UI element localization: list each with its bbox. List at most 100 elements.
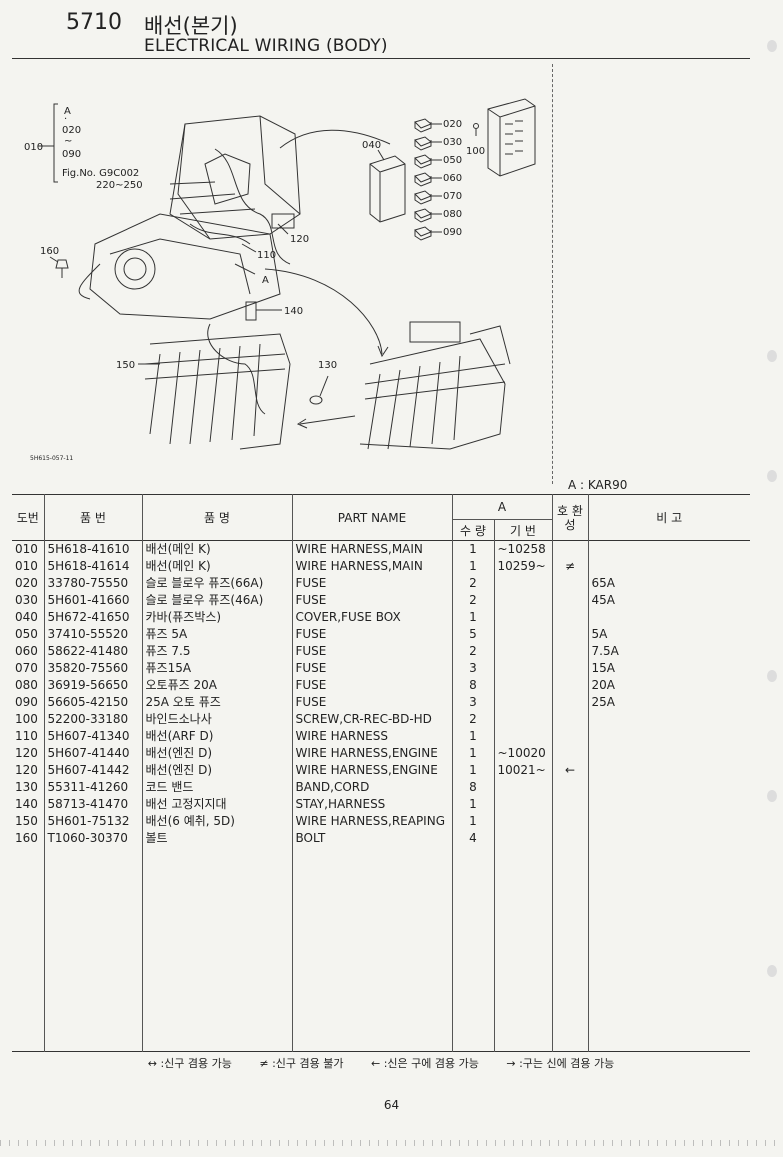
cell-part-no: 5H601-75132 [44,813,143,830]
callout-010: 010 [24,142,43,153]
callout-090: 090 [443,227,462,238]
cell-qty: 1 [452,796,495,813]
cell-remark [588,745,750,762]
cell-part-name: SCREW,CR-REC-BD-HD [292,711,453,728]
col-no: 도번 [12,494,45,541]
cell-part-no: 58713-41470 [44,796,143,813]
cell-interchange [552,540,589,558]
group-line-0: A [64,106,71,117]
callout-150: 150 [116,360,135,371]
cell-qty: 1 [452,745,495,762]
col-part-no: 품 번 [44,494,143,541]
cell-serial [494,779,553,796]
cell-name-korean: 배선(6 예취, 5D) [142,813,293,830]
cell-interchange [552,592,589,609]
cell-part-no: T1060-30370 [44,830,143,847]
figure-divider [552,64,553,484]
callout-a: A [262,275,269,286]
cell-part-no: 36919-56650 [44,677,143,694]
callout-100: 100 [466,146,485,157]
cell-no: 070 [12,660,45,677]
col-interchange: 호 환 성 [552,494,589,541]
cell-serial [494,592,553,609]
callout-140: 140 [284,306,303,317]
scan-edge [0,1140,783,1146]
cell-qty: 2 [452,711,495,728]
cell-name-korean: 퓨즈15A [142,660,293,677]
cell-no: 040 [12,609,45,626]
cell-interchange: ≠ [552,558,589,575]
cell-part-name: FUSE [292,694,453,711]
cell-remark [588,541,750,559]
fuse-column [414,118,442,241]
cell-no: 140 [12,796,45,813]
cell-remark: 20A [591,678,615,692]
cell-no: 050 [12,626,45,643]
cell-part-name: FUSE [292,660,453,677]
cell-serial [494,660,553,677]
legend-not-interchangeable: ≠ :신구 겸용 불가 [259,1057,344,1070]
cell-interchange [552,830,589,847]
cell-name-korean: 배선(ARF D) [142,728,293,745]
cell-no: 110 [12,728,45,745]
group-line-2: 020 [62,125,81,136]
binder-hole [767,470,777,482]
callout-070: 070 [443,191,462,202]
cell-qty: 1 [452,762,495,779]
cell-interchange [552,728,589,745]
cell-remark: 15A [591,661,615,675]
cell-remark: 7.5A [591,644,619,658]
callout-060: 060 [443,173,462,184]
cell-name-korean: 25A 오토 퓨즈 [142,694,293,711]
cell-name-korean: 배선 고정지지대 [142,796,293,813]
binder-hole [767,790,777,802]
table-filler-row [12,847,750,1052]
fuse-box-cover [369,155,406,223]
col-part-name: PART NAME [292,494,453,541]
cell-interchange [552,660,589,677]
cell-qty: 2 [452,575,495,592]
cell-interchange [552,694,589,711]
cell-no: 060 [12,643,45,660]
binder-hole [767,40,777,52]
cell-no: 130 [12,779,45,796]
cell-part-no: 58622-41480 [44,643,143,660]
cell-remark [588,830,750,847]
cell-name-korean: 슬로 블로우 퓨즈(66A) [142,575,293,592]
cell-part-no: 37410-55520 [44,626,143,643]
parts-table: 도번 품 번 품 명 PART NAME A 호 환 성 비 고 수 량 기 번… [12,494,750,1052]
cell-interchange [552,796,589,813]
cell-part-name: FUSE [292,626,453,643]
cell-interchange [552,813,589,830]
section-title-korean: 배선(본기) [144,14,238,38]
cell-serial [494,813,553,830]
figure-code: 5H615-057-11 [30,455,73,462]
cell-qty: 1 [452,558,495,575]
cell-name-korean: 오토퓨즈 20A [142,677,293,694]
cell-part-name: BAND,CORD [292,779,453,796]
relay-block [473,98,536,177]
cell-serial [494,796,553,813]
col-serial: 기 번 [494,519,553,541]
binder-hole [767,670,777,682]
interchangeability-legend: ↔ :신구 겸용 가능 ≠ :신구 겸용 불가 ← :신은 구에 겸용 가능 →… [12,1055,750,1071]
cell-remark [588,728,750,745]
cell-part-no: 52200-33180 [44,711,143,728]
cell-qty: 2 [452,643,495,660]
cell-qty: 2 [452,592,495,609]
cell-serial [494,575,553,592]
exploded-parts-diagram: 010 A · 020 ~ 090 Fig.No. G9C002 220~250… [24,98,536,462]
cell-part-no: 5H618-41614 [44,558,143,575]
cell-remark [588,711,750,728]
col-group-a: A [452,494,553,520]
machine-body-sketch [78,115,391,320]
fig-no: Fig.No. G9C002 [62,168,139,179]
cell-interchange [552,643,589,660]
